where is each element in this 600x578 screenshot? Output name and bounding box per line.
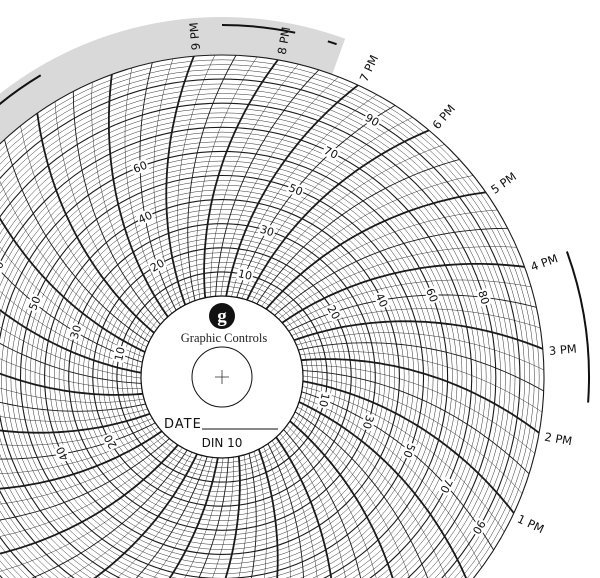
scale-labels: 10 30 50 70 90 20 40 60 80 10 30 50 70 90 20 40 60 10 30 50… <box>0 110 493 538</box>
scale-label: 50 <box>287 181 305 198</box>
scale-label: 20 <box>148 256 167 274</box>
scale-label: 40 <box>136 209 154 227</box>
scale-label: 10 <box>316 392 332 409</box>
scale-label: 70 <box>437 477 455 495</box>
model-label: DIN 10 <box>202 436 243 450</box>
gray-outer-band <box>0 17 590 403</box>
date-label: DATE <box>164 417 202 432</box>
scale-label: 30 <box>360 413 377 430</box>
time-label: 9 PM <box>187 22 203 51</box>
scale-label: 60 <box>131 159 149 176</box>
chart-grid <box>0 54 545 578</box>
scale-label: 70 <box>0 259 7 277</box>
time-label: 3 PM <box>548 342 577 358</box>
scale-label: 80 <box>475 289 492 306</box>
scale-label: 20 <box>101 432 119 451</box>
scale-label: 90 <box>363 111 382 129</box>
time-label: 6 PM <box>429 102 458 132</box>
brand-logo-letter: g <box>217 306 227 327</box>
brand-logo-icon <box>209 303 235 329</box>
scale-label: 10 <box>112 346 128 363</box>
time-label: 4 PM <box>529 251 560 274</box>
scale-label: 20 <box>324 303 342 322</box>
scale-label: 60 <box>423 286 440 304</box>
scale-label: 40 <box>54 445 72 463</box>
scale-label: 50 <box>26 294 43 312</box>
scale-label: 90 <box>470 518 488 537</box>
scale-label: 30 <box>258 223 275 240</box>
scale-label: 70 <box>322 144 340 162</box>
scale-label: 10 <box>237 267 254 283</box>
center-hole-circle <box>191 346 253 408</box>
scale-label: 30 <box>68 323 85 340</box>
time-label: 2 PM <box>543 430 573 449</box>
center-hub: g Graphic Controls DATE DIN 10 <box>140 295 304 459</box>
scale-label: 40 <box>373 291 391 309</box>
brand-name: Graphic Controls <box>181 331 268 345</box>
time-label: 1 PM <box>515 512 546 536</box>
time-label: 7 PM <box>357 53 381 84</box>
time-label: 5 PM <box>488 169 519 196</box>
scale-label: 50 <box>400 442 417 460</box>
time-label: 8 PM <box>275 26 294 56</box>
